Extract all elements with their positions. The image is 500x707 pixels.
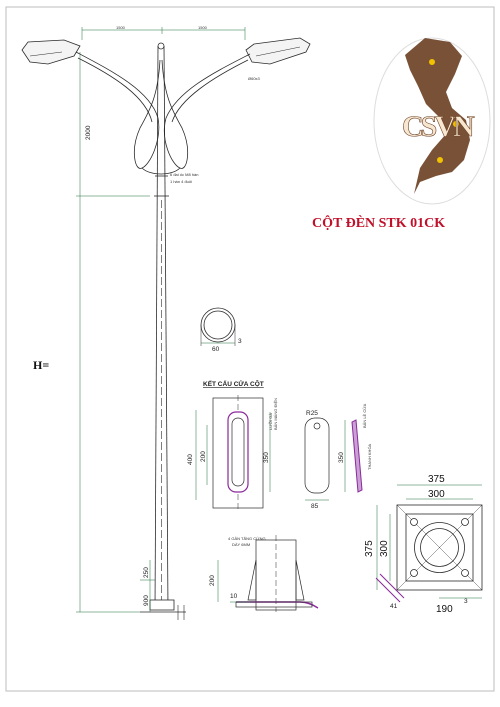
rib-note-1: 4 GÂN TĂNG CỨNG [228,536,266,541]
height-base2-label: 900 [143,595,150,606]
left-lamp-head [21,39,81,65]
door-heading: KẾT CẤU CỬA CỘT [203,378,264,388]
cover-label-2: BẢN MÁNG ĐIỆN [273,398,278,430]
plate-offset: 190 [436,604,453,615]
plate-inner-top: 300 [428,489,445,500]
plate-thickness: 3 [464,598,468,605]
right-lamp-head [245,37,311,65]
cover-label-1: LƯỠI GÀ [268,413,273,430]
side-label-2: THANH KHÓA [367,443,372,470]
rib-dim-height: 200 [209,575,216,586]
arm-pipe-label: Ø60x3 [248,76,261,81]
sheet-border [5,6,495,692]
plate-inner-side: 300 [379,540,390,557]
plate-outer-side: 375 [364,540,375,557]
door-dim-outer: 400 [187,454,194,465]
plate-outer-top: 375 [428,474,445,485]
vietnam-map-silhouette [405,38,470,194]
door-dim-side: 350 [263,452,270,463]
base-rib-detail [217,535,319,612]
note-line-2: 1 hàn 4 đuôi [170,179,192,184]
pole-shaft-left [154,45,159,611]
pipe-dia-label: 60 [212,346,220,353]
height-upper-label: 2000 [85,125,92,140]
span-left-label: 1500 [116,25,126,30]
pipe-section [200,307,236,346]
cover-radius: R25 [306,410,318,417]
door-detail [195,395,363,510]
note-line-1: 6 đai ốc M8 hàn [170,172,198,177]
drawing-title: CỘT ĐÈN STK 01CK [312,214,445,231]
pole-shaft-right [163,45,169,611]
cover-width: 85 [311,503,319,510]
door-dim-inner: 200 [200,451,207,462]
logo-text: CSVN [402,110,475,143]
plate-bolt: 41 [390,603,398,610]
pole-elevation [21,27,311,620]
right-arm [161,53,251,169]
height-base1-label: 250 [143,567,150,578]
cover-height: 350 [338,452,345,463]
rib-dim-plate: 10 [230,593,238,600]
rib-note-2: DÀY 6MM [232,542,250,547]
side-label-1: BẢN LỀ CỬA [362,403,367,428]
h-label: H= [33,358,49,372]
span-right-label: 1500 [198,25,208,30]
base-plate-plan [375,484,483,603]
logo: CSVN [373,37,491,205]
pipe-thickness-label: 3 [238,338,242,345]
